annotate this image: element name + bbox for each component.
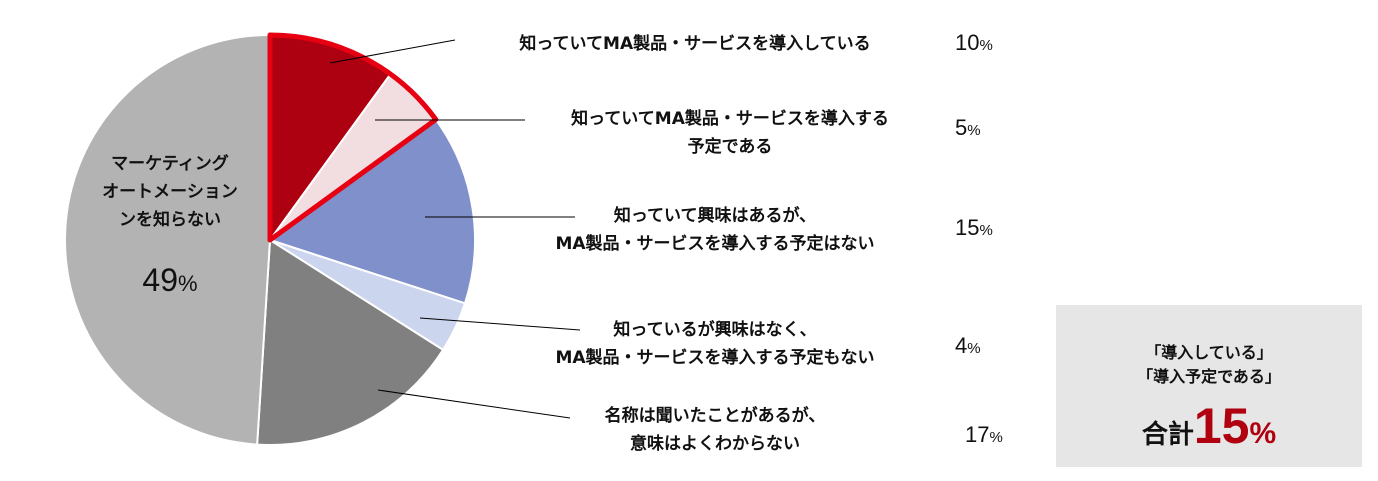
slice-label-0: 知っていてMA製品・サービスを導入している (519, 34, 871, 54)
pie-slice-4 (256, 238, 445, 446)
summary-box: 「導入している」 「導入予定である」 合計15% (1056, 305, 1362, 467)
summary-total-suffix: % (1249, 417, 1277, 450)
slice-label-2: 知っていて興味はあるが、 MA製品・サービスを導入する予定はない (555, 206, 875, 254)
pie-slice-5 (64, 33, 271, 446)
slice-label-3: 知っているが興味はなく、 MA製品・サービスを導入する予定もない (555, 320, 875, 368)
pie-slice-2 (267, 118, 476, 305)
summary-line2: 「導入予定である」 (1137, 367, 1281, 386)
slice-percent-2: 15% (955, 215, 993, 240)
leader-line-4 (377, 389, 571, 419)
summary-total-value: 15 (1193, 398, 1250, 454)
slice-label-5: マーケティング オートメーション ンを知らない (102, 154, 238, 230)
slice-label-4: 名称は聞いたことがあるが、 意味はよくわからない (604, 406, 826, 454)
summary-total-label: 合計 (1141, 420, 1194, 450)
slice-percent-5: 49% (142, 262, 198, 298)
slice-label-1: 知っていてMA製品・サービスを導入する 予定である (571, 109, 889, 157)
leader-line-3 (419, 317, 581, 331)
slice-percent-4: 17% (965, 422, 1003, 447)
leader-line-0 (329, 39, 456, 64)
slice-percent-3: 4% (955, 333, 981, 358)
summary-line1: 「導入している」 (1145, 343, 1273, 362)
slice-percent-1: 5% (955, 115, 981, 140)
slice-percent-0: 10% (955, 30, 993, 55)
